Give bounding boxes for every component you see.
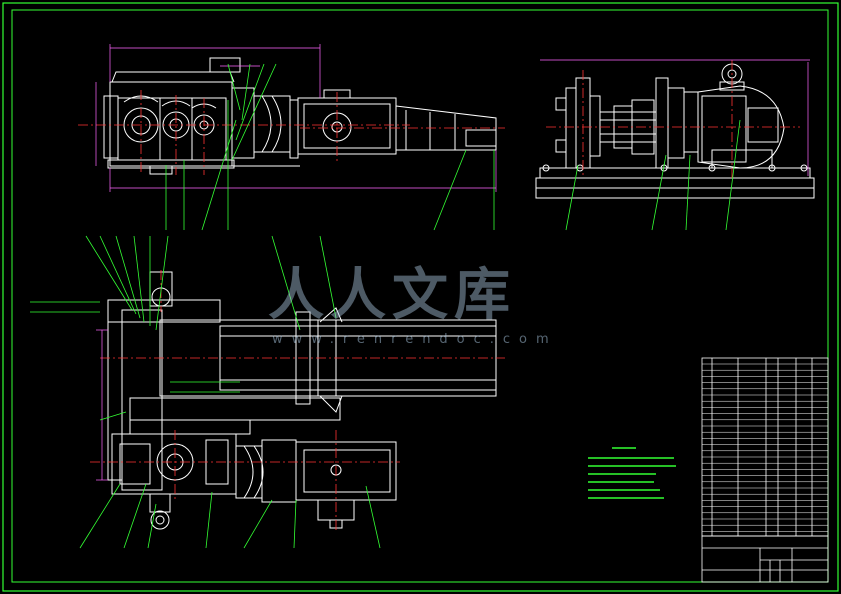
plan-view-dimensions xyxy=(96,329,108,481)
technical-requirements-lines xyxy=(588,447,676,499)
annotation-boxes xyxy=(30,301,240,393)
plan-view-centerlines xyxy=(90,270,505,530)
part-leaders-bottom xyxy=(79,235,381,549)
parts-list-rows xyxy=(702,363,828,532)
front-elevation-centerlines xyxy=(78,90,505,175)
title-block xyxy=(701,535,829,583)
front-elevation-dimensions xyxy=(95,44,497,192)
plan-view xyxy=(107,271,497,530)
part-leaders-top xyxy=(165,63,741,231)
side-view-centerlines xyxy=(546,60,800,180)
side-view-dimensions xyxy=(540,59,810,176)
parts-list-table xyxy=(701,357,829,537)
side-view xyxy=(535,63,815,199)
front-elevation-view xyxy=(103,57,497,175)
